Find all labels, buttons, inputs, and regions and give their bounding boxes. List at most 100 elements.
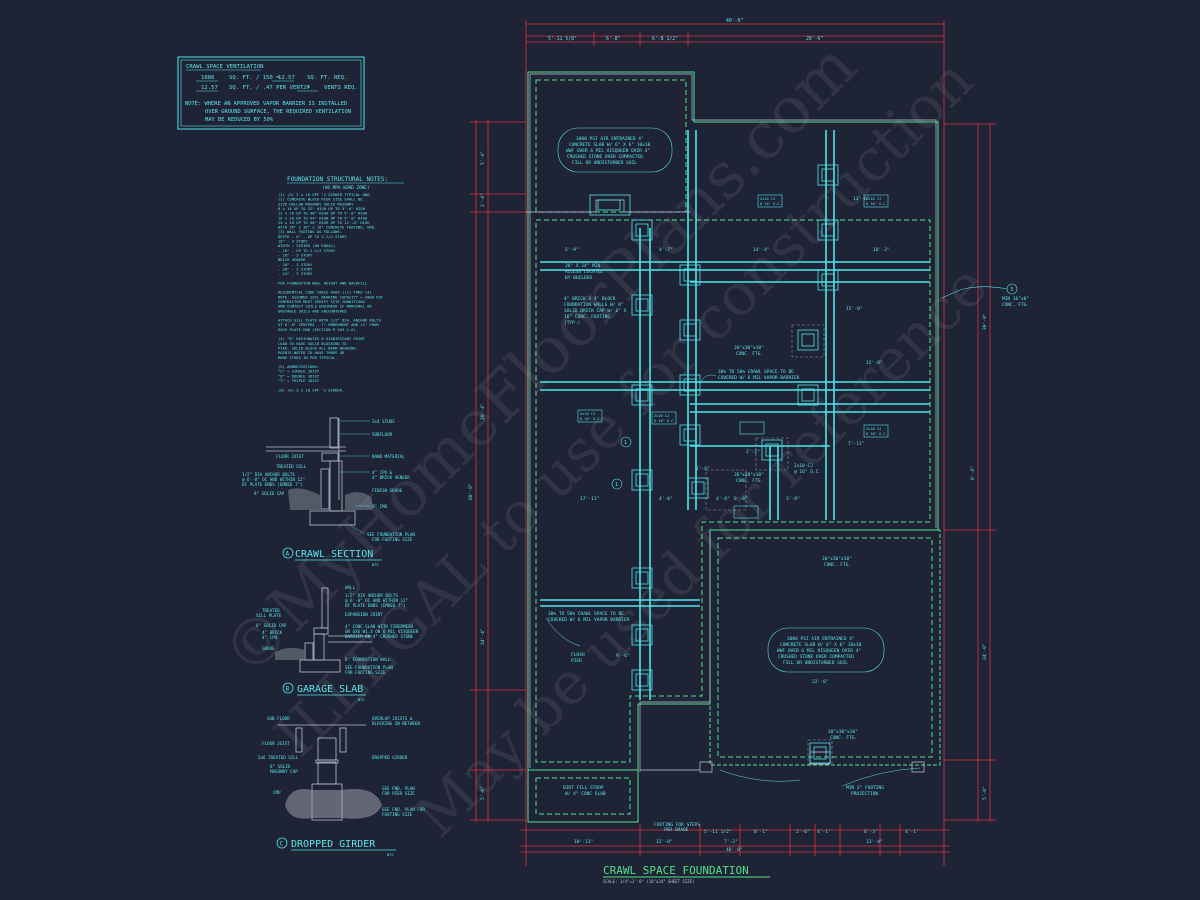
garage-label-14: 8" FOUNDATION WALL — [345, 657, 391, 662]
garage-label-3: OF PLATE ENDS (EMBED 7") — [345, 603, 406, 608]
crawl-label-14: FOR FOOTING SIZE — [372, 537, 413, 542]
slab-garage-l2: WWF OVER 6 MIL VISQUEEN OVER 4" — [777, 648, 861, 654]
crawl-label-12: 8" CMU — [372, 504, 388, 509]
slab-top-l0: 3000 PSI AIR ENTRAINED 4" — [576, 136, 644, 142]
bottom-dims: 10'-11" 12'-8" 5'-11 1/2" 8'-1" 2'-0" 4'… — [574, 829, 919, 853]
vent-note-3: MAY BE REDUCED BY 50% — [205, 117, 274, 123]
vapor1-l0: 30% TO 50% CRAWL SPACE TO BE — [718, 369, 794, 375]
note-line: DEPTH : 8" - UP TO 2-1/2 STORY — [278, 234, 347, 239]
crawl-label-10: 8" SOLID CAP — [254, 491, 285, 496]
slab-top-l4: FILL OR UNDISTURBED SOIL — [572, 160, 637, 166]
tdim-2: 6'-8" — [606, 36, 621, 42]
rdim-3: 6'-4" — [970, 466, 976, 480]
girder-label-6: 8" SOLID — [270, 764, 291, 769]
note-line: (2) CONCRETE BLOCK PIER SIZE SHALL BE: — [278, 197, 365, 202]
note-line: "T" = TRIPLE JOIST — [278, 378, 320, 383]
notes-subheading: (90 MPH WIND ZONE) — [322, 185, 370, 191]
note-line: (3) WALL FOOTING AS FOLLOWS: — [278, 229, 342, 234]
idim-8: 8'-8" — [734, 496, 748, 502]
note-line: FOR FOUNDATION WALL HEIGHT AND BACKFILL — [278, 280, 368, 285]
girder-label-12: FOOTING SIZE — [382, 812, 413, 817]
idim-7: 4'-8" — [716, 496, 730, 502]
ftg30-l0: 30"x30"x10" — [734, 345, 764, 351]
rdim-2: 5'-0" — [982, 786, 988, 800]
crawl-label-8: 4" CPU & — [372, 470, 393, 475]
garage-label-0: WALL — [345, 585, 356, 590]
note-line: (5) ABBREVIATIONS: — [278, 364, 319, 369]
girder-label-1: OVERLAP JOISTS & — [372, 716, 413, 721]
girder-label-11: SEE FND. PLAN FOR — [382, 807, 425, 812]
garage-label-8: 4" BRICK — [262, 630, 283, 635]
block-l1: FOUNDATION WALLS W/ 8" — [564, 302, 624, 308]
rdim-1: 34'-0" — [982, 643, 988, 660]
ldim-2: 60'-0" — [468, 483, 474, 500]
steps-l0: FOOTING FOR STEPS — [654, 822, 700, 828]
garage-label-7: 8" SOLID CAP — [256, 623, 287, 628]
joist2x10-l0: 2x10 CJ — [794, 463, 813, 469]
ftg30b-l1: CONC. FTG. — [824, 562, 851, 568]
idim-9: 3'-8" — [786, 496, 800, 502]
girder-label-10: FOR PIER SIZE — [382, 791, 415, 796]
detail-b-title: GARAGE SLAB — [297, 684, 363, 695]
ventilation-box: CRAWL SPACE VENTILATION 1886 SQ. FT. / 1… — [177, 56, 365, 130]
note-line: - 16" - UP TO 2-1/2 STORY — [278, 248, 336, 253]
girder-label-9: SEE FND. PLAN — [382, 786, 415, 791]
garage-label-9: 4" CPU — [262, 635, 278, 640]
ftg3648-l0: 36"x48"x10" — [734, 472, 764, 478]
note-line: NOTE: ASSUMED SOIL BEARING CAPACITY = 20… — [278, 294, 385, 299]
note-line: 10" - 3 STORY — [278, 239, 308, 244]
slab-note-top: 3000 PSI AIR ENTRAINED 4" CONCRETE SLAB … — [557, 127, 673, 173]
note-line: 24 x 24 UP TO 96" HIGH UP TO 12'-0" HIGH — [278, 220, 370, 225]
ftg3648-l1: CONC. FTG. — [736, 478, 763, 484]
bdim-0: 10'-11" — [574, 839, 593, 845]
note-line: BRICK VENEER — [278, 257, 306, 262]
garage-label-6: EXPANSION JOINT — [345, 612, 383, 617]
crawl-label-4: TREATED SILL — [276, 464, 307, 469]
detail-garage-slab: WALL 1/2" DIA ANCHOR BOLTS @ 6'-0" OC AN… — [256, 585, 419, 702]
joist-tag-4b: @ 16" O.C. — [654, 419, 676, 423]
idim-3: 10'-3" — [873, 247, 890, 253]
detail-c-letter: C — [280, 841, 284, 848]
ldim-5: 5'-0" — [480, 786, 486, 800]
drawing-scale: SCALE: 1/4"=1'-0" (18"x24" SHEET SIZE) — [603, 879, 695, 884]
block-l3: 16" CONC. FOOTING — [564, 314, 610, 320]
joist-tag-3: 2x10 CJ — [580, 412, 595, 416]
ldim-3: 20'-4" — [480, 403, 486, 420]
vent-row2-b: SQ. FT. / .47 PER VENT = — [229, 85, 310, 91]
note-line: "D" = DOUBLE JOIST — [278, 373, 320, 378]
drawing-title: CRAWL SPACE FOUNDATION — [603, 864, 749, 877]
crawl-label-3: BAND MATERIAL — [372, 454, 405, 459]
garage-label-2: @ 6'-0" OC AND WITHIN 12" — [345, 598, 408, 603]
detail-a-title: CRAWL SECTION — [295, 549, 373, 560]
note-line: AND CONTACT SOILS ENGINEER IF MARGINAL O… — [278, 304, 372, 309]
tdim-3: 6'-8 1/2" — [652, 36, 678, 42]
note-line: AT 6'-0" CENTERS - 7" EMBEDMENT AND 12" … — [278, 322, 379, 327]
rdim-0: 30'-0" — [982, 313, 988, 330]
note-line: - 20" - 2 STORY — [278, 266, 313, 271]
minftg-l1: PROJECTION — [851, 791, 878, 797]
left-dims: 5'-4" 2'-4" 60'-0" 20'-4" 34'-4" 5'-0" — [468, 151, 486, 800]
note-line: POINTS NOTED TO HAVE THREE OR — [278, 350, 345, 355]
right-dims: 30'-0" 34'-0" 5'-0" 6'-4" — [970, 313, 988, 800]
idim-13: 13'-6" — [853, 196, 870, 202]
dimension-lines — [470, 20, 996, 866]
garage-label-13: GRADE — [262, 646, 275, 651]
joist-tag-4: 2x10 CJ — [654, 414, 669, 418]
bdim-8: 7'-2" — [724, 839, 738, 845]
top-dims: 40'-0" 5'-11 5/8" 6'-8" 6'-8 1/2" 20'-6" — [548, 18, 823, 42]
garage-label-16: FOR FOOTING SIZE — [345, 670, 386, 675]
bdim-1: 12'-8" — [656, 839, 673, 845]
note-line: SIZE HOLLOW MASONRY SOLID MASONRY — [278, 201, 354, 206]
vapor2-l0: 30% TO 50% CRAWL SPACE TO BE — [548, 611, 624, 617]
vent-row1-b: SQ. FT. / 150 = — [229, 75, 280, 81]
block-l2: SOLID BRICK CAP W/ 8" X — [564, 308, 627, 314]
bdim-9: 13'-4" — [866, 839, 883, 845]
interior-dims: 5'-9" 4'-7" 14'-4" 10'-3" 12'-8" 17'-11"… — [565, 196, 890, 685]
ftg30c-l1: CONC. FTG. — [830, 735, 857, 741]
piers — [589, 164, 839, 764]
garage-label-12: BARRIER ON 4" CRUSHED STONE — [345, 634, 414, 639]
vent-row2-a: 12.57 — [201, 85, 218, 91]
foundation-plan: 2x10 CJ @ 16" O.C. 2x10 CJ @ 16" O.C. 2x… — [468, 18, 1029, 866]
idim-2: 14'-4" — [753, 247, 770, 253]
